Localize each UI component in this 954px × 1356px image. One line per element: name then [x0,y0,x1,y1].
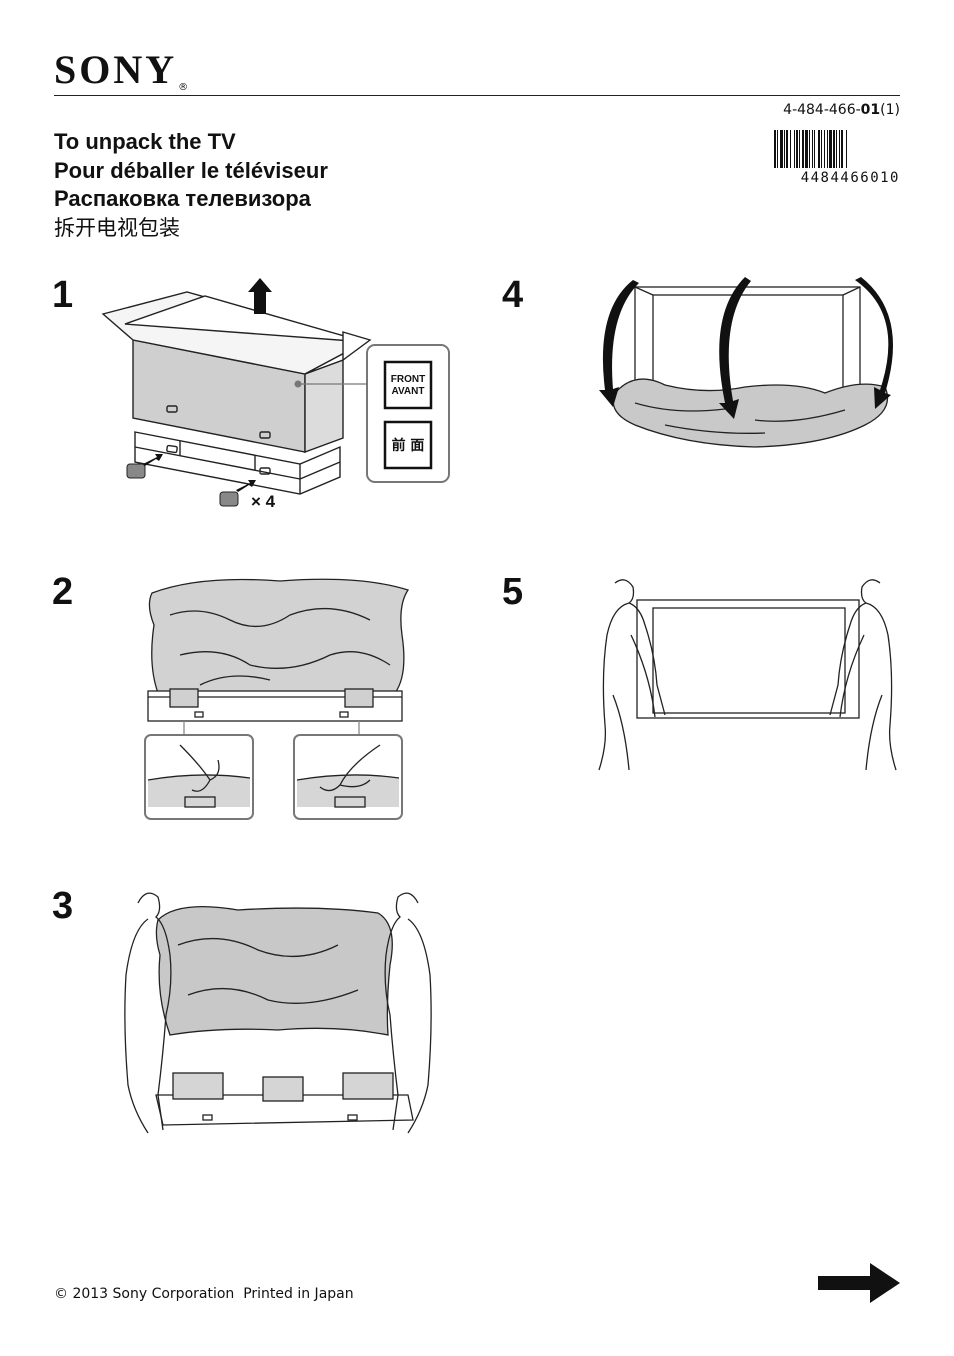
barcode-bar [839,130,840,168]
front-label: FRONT [391,374,425,385]
footer-copyright: © 2013 Sony Corporation Printed in Japan [54,1286,354,1302]
sony-logo: SONY® [54,47,189,94]
step-number-5: 5 [502,571,524,613]
barcode-bar [794,130,795,168]
barcode-bar [836,130,837,168]
title-chinese: 拆开电视包装 [54,215,180,240]
step-number-1: 1 [52,274,74,316]
barcode-bar [818,130,820,168]
barcode-bar [812,130,813,168]
barcode-bar [786,130,788,168]
barcode-bar [841,130,843,168]
rotate-arrow-icon [599,277,893,419]
barcode-bar [814,130,815,168]
barcode-bar [802,130,804,168]
part-number-suffix: (1) [880,102,900,118]
avant-label: AVANT [392,386,425,397]
header-rule [54,95,900,96]
title-block: To unpack the TV Pour déballer le télévi… [54,128,328,242]
title-english: To unpack the TV [54,129,236,154]
barcode-bar [821,130,822,168]
barcode-bar [796,130,798,168]
part-number: 4-484-466-01(1) [783,102,900,118]
barcode-bar [799,130,800,168]
step-number-4: 4 [502,274,524,316]
step5-illustration [598,579,897,771]
barcode-bar [846,130,847,168]
front-chinese-label: 前 面 [392,437,425,454]
brand-name: SONY [54,47,178,92]
clip-icon [219,480,256,507]
part-number-bold: 01 [860,102,881,118]
barcode-bar [774,130,776,168]
barcode-bar [790,130,791,168]
step4-illustration [599,277,893,448]
barcode-number: 4484466010 [800,170,900,186]
up-arrow-icon [248,278,272,314]
barcode-bar [827,130,828,168]
barcode-bar [777,130,778,168]
step2-illustration [144,578,410,820]
quantity-label: × 4 [251,492,276,511]
title-french: Pour déballer le téléviseur [54,157,328,183]
part-number-prefix: 4-484-466- [783,102,861,118]
title-russian: Распаковка телевизора [54,186,311,211]
barcode-bar [805,130,808,168]
barcode-bar [784,130,785,168]
registered-mark: ® [178,82,189,93]
barcode-bar [780,130,783,168]
barcode-bar [824,130,825,168]
barcode-bar [809,130,810,168]
step3-illustration [124,892,432,1134]
barcode [774,130,847,168]
arrow-right-icon[interactable] [818,1263,900,1303]
clip-icon [126,454,163,479]
barcode-bar [833,130,835,168]
step1-illustration: FRONT AVANT 前 面 × 4 [101,278,450,511]
step-number-2: 2 [52,571,74,613]
barcode-bar [829,130,832,168]
step-number-3: 3 [52,885,74,927]
